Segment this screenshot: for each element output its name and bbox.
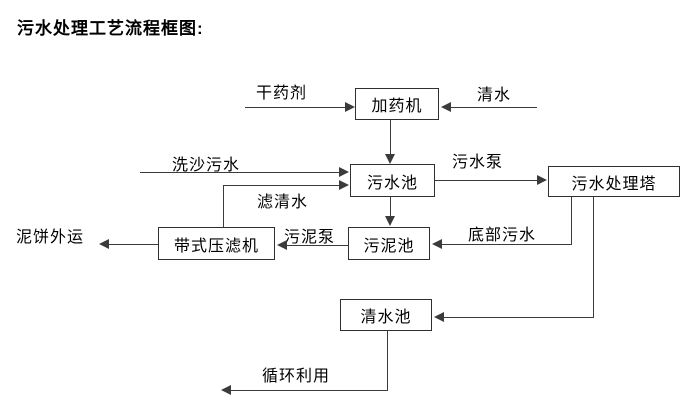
connector-tower-to-clean-vertical — [593, 197, 594, 318]
node-sewage-pool-label: 污水池 — [366, 174, 418, 192]
connector-sewage-to-sludge — [390, 197, 391, 217]
connector-bottom-sewage-horizontal — [442, 244, 572, 245]
arrowhead-mud-cake-icon — [99, 239, 109, 249]
connector-recycling-horizontal — [231, 390, 387, 391]
arrowhead-sand-washing-icon — [339, 167, 349, 177]
arrowhead-tower-to-clean-icon — [434, 312, 444, 322]
arrowhead-sewage-to-sludge-icon — [385, 216, 395, 226]
arrowhead-sludge-pump-icon — [277, 240, 287, 250]
label-filtered-water: 滤清水 — [257, 194, 309, 211]
node-dosing-machine-label: 加药机 — [371, 98, 423, 115]
diagram-title: 污水处理工艺流程框图: — [17, 19, 204, 38]
connector-dosing-to-sewage — [390, 120, 391, 155]
node-sludge-pool-label: 污泥池 — [363, 237, 415, 255]
label-recycling: 循环利用 — [262, 368, 331, 385]
connector-filtered-water-horizontal — [223, 185, 339, 186]
connector-bottom-sewage-vertical — [571, 197, 572, 245]
label-clean-water: 清水 — [477, 87, 512, 104]
label-mud-cake-transport: 泥饼外运 — [16, 229, 85, 246]
label-sludge-pump: 污泥泵 — [284, 229, 336, 246]
node-sludge-pool: 污泥池 — [348, 227, 430, 260]
node-dosing-machine: 加药机 — [355, 88, 439, 120]
arrowhead-dry-agent-icon — [345, 102, 355, 112]
connector-dry-agent — [245, 107, 345, 108]
arrowhead-clean-water-icon — [441, 102, 451, 112]
arrowhead-bottom-sewage-icon — [432, 239, 442, 249]
connector-mud-cake — [109, 244, 158, 245]
connector-recycling-vertical — [387, 331, 388, 391]
node-treatment-tower: 污水处理塔 — [548, 166, 680, 197]
arrowhead-dosing-to-sewage-icon — [385, 154, 395, 164]
node-clean-water-pool-label: 清水池 — [360, 309, 412, 326]
node-treatment-tower-label: 污水处理塔 — [571, 175, 657, 193]
connector-sand-washing-sewage — [140, 172, 339, 173]
arrowhead-sewage-pump-icon — [537, 175, 547, 185]
connector-tower-to-clean-horizontal — [444, 317, 594, 318]
label-bottom-sewage: 底部污水 — [468, 227, 537, 244]
node-belt-filter-press-label: 带式压滤机 — [173, 237, 259, 255]
node-belt-filter-press: 带式压滤机 — [158, 227, 275, 260]
node-sewage-pool: 污水池 — [350, 164, 435, 197]
label-sand-washing-sewage: 洗沙污水 — [172, 157, 241, 174]
connector-clean-water — [449, 107, 537, 108]
arrowhead-filtered-water-icon — [339, 180, 349, 190]
connector-filtered-water-vertical — [223, 186, 224, 227]
arrowhead-recycling-icon — [221, 385, 231, 395]
label-sewage-pump: 污水泵 — [452, 154, 504, 171]
connector-sewage-pump — [435, 180, 537, 181]
node-clean-water-pool: 清水池 — [340, 299, 432, 331]
label-dry-agent: 干药剂 — [256, 85, 308, 102]
connector-sludge-pump — [287, 245, 348, 246]
